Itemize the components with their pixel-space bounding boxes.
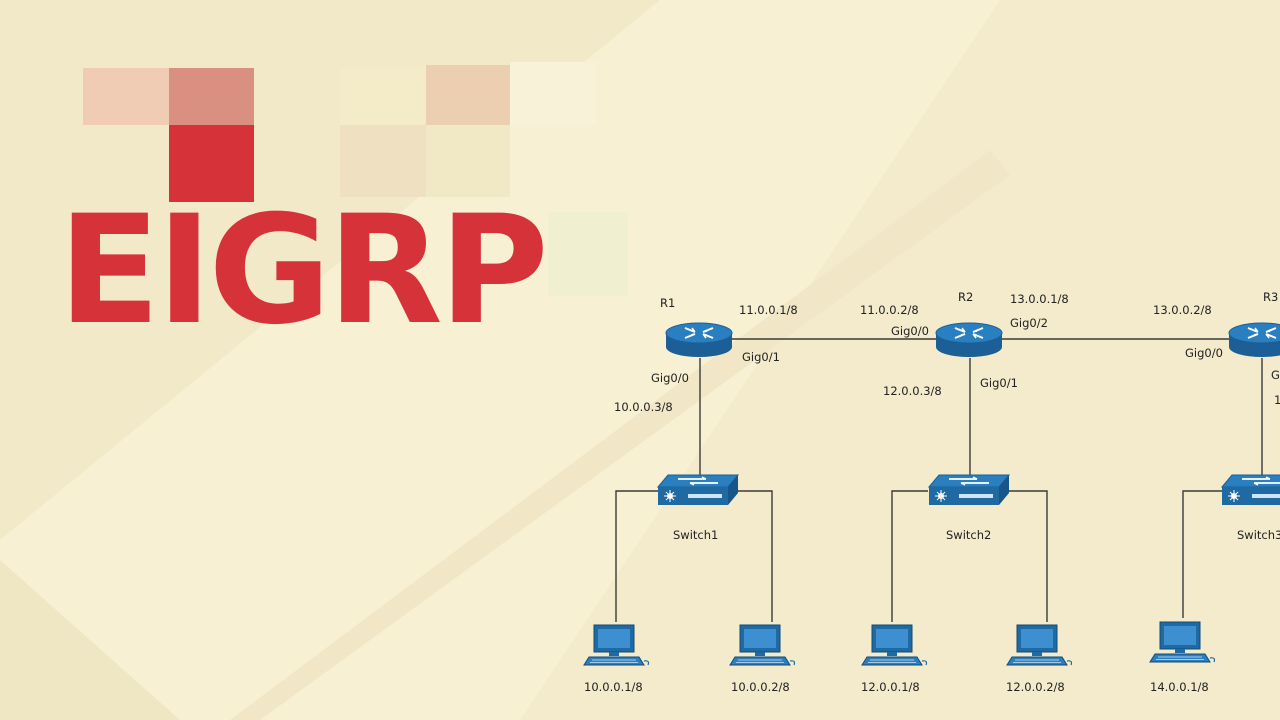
- logo-block: [426, 125, 510, 197]
- logo-block: [169, 68, 254, 125]
- host3-pc-icon[interactable]: [861, 624, 928, 666]
- logo-block: [83, 68, 171, 125]
- logo-block: [510, 62, 596, 125]
- link-switch2-host4: [1008, 490, 1048, 622]
- page-title: EIGRP: [58, 184, 549, 358]
- switch2-label: Switch2: [946, 528, 991, 542]
- host3-ip: 12.0.0.1/8: [861, 680, 920, 694]
- r1-gig01-label: Gig0/1: [742, 350, 780, 364]
- link-switch1-host2: [738, 490, 773, 622]
- r3-gig01-label: G: [1271, 368, 1280, 382]
- logo-block: [340, 68, 426, 125]
- link-switch3-host5: [1182, 490, 1222, 618]
- switch2-icon[interactable]: [928, 474, 1010, 506]
- router-r1-label: R1: [660, 296, 675, 310]
- r1-gig00-label: Gig0/0: [651, 371, 689, 385]
- r2-gig02-ip-label: 13.0.0.1/8: [1010, 292, 1069, 306]
- host1-ip: 10.0.0.1/8: [584, 680, 643, 694]
- host5-ip: 14.0.0.1/8: [1150, 680, 1209, 694]
- r3-gig00-label: Gig0/0: [1185, 346, 1223, 360]
- logo-block: [169, 125, 254, 202]
- logo-block: [426, 65, 510, 125]
- host2-ip: 10.0.0.2/8: [731, 680, 790, 694]
- switch1-icon[interactable]: [657, 474, 739, 506]
- r1-gig00-ip-label: 10.0.0.3/8: [614, 400, 673, 414]
- host2-pc-icon[interactable]: [729, 624, 796, 666]
- switch3-label: Switch3: [1237, 528, 1280, 542]
- r2-gig01-ip-label: 12.0.0.3/8: [883, 384, 942, 398]
- r3-gig00-ip-label: 13.0.0.2/8: [1153, 303, 1212, 317]
- r2-gig02-label: Gig0/2: [1010, 316, 1048, 330]
- host4-pc-icon[interactable]: [1006, 624, 1073, 666]
- logo-mosaic: [0, 0, 700, 296]
- router-r1-icon[interactable]: [665, 322, 733, 358]
- r2-gig01-label: Gig0/1: [980, 376, 1018, 390]
- r2-gig00-label: Gig0/0: [891, 324, 929, 338]
- router-r2-label: R2: [958, 290, 973, 304]
- host4-ip: 12.0.0.2/8: [1006, 680, 1065, 694]
- r1-gig01-ip-label: 11.0.0.1/8: [739, 303, 798, 317]
- host5-pc-icon[interactable]: [1149, 621, 1216, 663]
- switch3-icon[interactable]: [1221, 474, 1280, 506]
- link-switch1-host1: [615, 490, 658, 622]
- router-r3-icon[interactable]: [1228, 322, 1280, 358]
- bg-band-corner: [0, 560, 180, 720]
- logo-block: [548, 212, 628, 296]
- r2-gig00-ip-label: 11.0.0.2/8: [860, 303, 919, 317]
- logo-block: [340, 125, 426, 197]
- bg-stripe: [230, 150, 1010, 720]
- bg-band-right: [520, 0, 1280, 720]
- router-r3-label: R3: [1263, 290, 1278, 304]
- switch1-label: Switch1: [673, 528, 718, 542]
- host1-pc-icon[interactable]: [583, 624, 650, 666]
- link-switch2-host3: [891, 490, 928, 622]
- router-r2-icon[interactable]: [935, 322, 1003, 358]
- r3-gig01-ip-label: 1: [1274, 393, 1280, 407]
